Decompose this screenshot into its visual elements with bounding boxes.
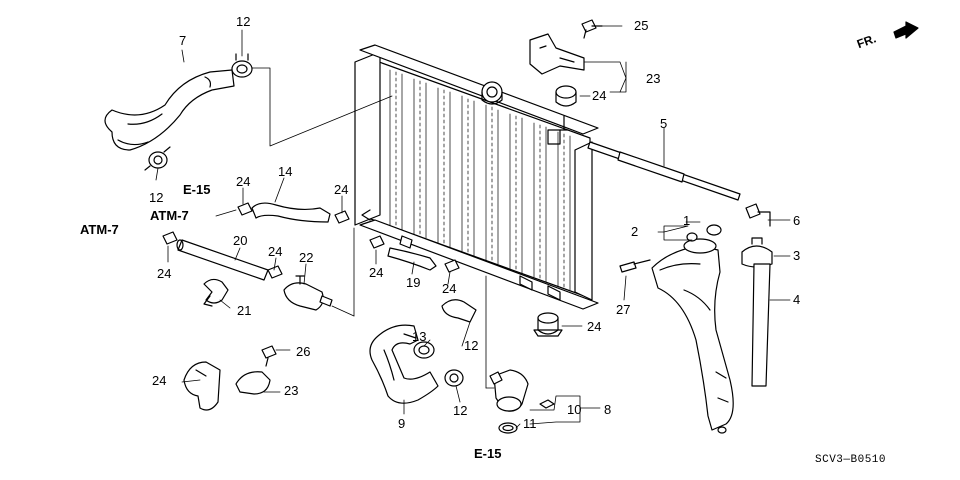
hose-14 <box>251 202 331 223</box>
pin <box>559 115 569 131</box>
cushion-22 <box>533 312 563 337</box>
label-25: 25 <box>634 18 649 33</box>
label-24-d: 24 <box>268 244 283 259</box>
label-24-f: 24 <box>442 281 457 296</box>
label-1: 1 <box>683 213 691 228</box>
label-3: 3 <box>793 248 801 263</box>
label-12-b: 12 <box>149 190 164 205</box>
label-24-a: 24 <box>236 174 251 189</box>
diagram-code: SCV3—B0510 <box>815 454 887 466</box>
label-9: 9 <box>398 416 406 431</box>
label-10: 10 <box>567 402 582 417</box>
label-21: 23 <box>646 71 661 86</box>
label-17: 21 <box>237 303 252 318</box>
o-ring-11 <box>498 422 518 434</box>
ref-atm7-right[interactable]: ATM-7 <box>150 208 189 223</box>
upper-hose <box>104 69 235 151</box>
grommet-2 <box>686 232 698 242</box>
bolt-27 <box>261 345 277 367</box>
lower-hose <box>369 324 439 404</box>
label-13: 13 <box>412 329 427 344</box>
label-16: 20 <box>233 233 248 248</box>
label-24-b: 24 <box>334 182 349 197</box>
label-11: 11 <box>523 416 537 431</box>
clamp-13 <box>413 341 435 359</box>
pipe-4 <box>751 263 771 387</box>
ref-atm7-left[interactable]: ATM-7 <box>80 222 119 237</box>
clamp-12-bottom <box>444 369 464 387</box>
label-15: 19 <box>406 275 421 290</box>
label-18: 22 <box>299 250 314 265</box>
hose-16-end <box>176 239 184 251</box>
bracket-19 <box>235 371 271 395</box>
label-4: 4 <box>793 292 801 307</box>
label-19: 23 <box>284 383 299 398</box>
leader-lines <box>155 25 791 429</box>
label-26: 27 <box>616 302 631 317</box>
cap-1 <box>706 224 722 236</box>
label-20: 24 <box>152 373 167 388</box>
hose-16 <box>177 239 269 281</box>
bolt-25 <box>581 19 603 39</box>
label-22: 24 <box>587 319 602 334</box>
label-6: 6 <box>793 213 801 228</box>
label-8: 8 <box>604 402 612 417</box>
elbow-6 <box>745 203 771 227</box>
label-12-a: 12 <box>236 14 251 29</box>
ref-e15-bottom[interactable]: E-15 <box>474 446 502 461</box>
label-12-c: 12 <box>464 338 479 353</box>
rod-5 <box>587 141 741 201</box>
bracket-20 <box>183 361 221 411</box>
label-14: 14 <box>278 164 293 179</box>
label-24-c: 24 <box>157 266 172 281</box>
front-arrow <box>893 21 919 39</box>
bracket-mount <box>441 299 477 323</box>
label-24-e: 24 <box>369 265 384 280</box>
label-5: 5 <box>660 116 668 131</box>
clips-24 <box>162 202 460 279</box>
valve-18 <box>283 275 333 311</box>
bracket-21 <box>529 33 585 75</box>
ref-e15-top[interactable]: E-15 <box>183 182 211 197</box>
line-15 <box>387 247 437 271</box>
label-7: 7 <box>179 33 187 48</box>
tank-cap-3 <box>741 237 773 268</box>
water-outlet <box>489 369 555 412</box>
label-27: 26 <box>296 344 311 359</box>
reserve-tank <box>651 238 734 434</box>
clamp-12-left <box>144 146 171 171</box>
label-23: 24 <box>592 88 607 103</box>
clamp-12-top <box>231 53 253 78</box>
label-2: 2 <box>631 224 639 239</box>
radiator-core <box>354 44 599 310</box>
bracket-17 <box>203 278 229 307</box>
bolt-26 <box>619 259 651 273</box>
cushion-23 <box>555 85 577 107</box>
label-12-d: 12 <box>453 403 468 418</box>
